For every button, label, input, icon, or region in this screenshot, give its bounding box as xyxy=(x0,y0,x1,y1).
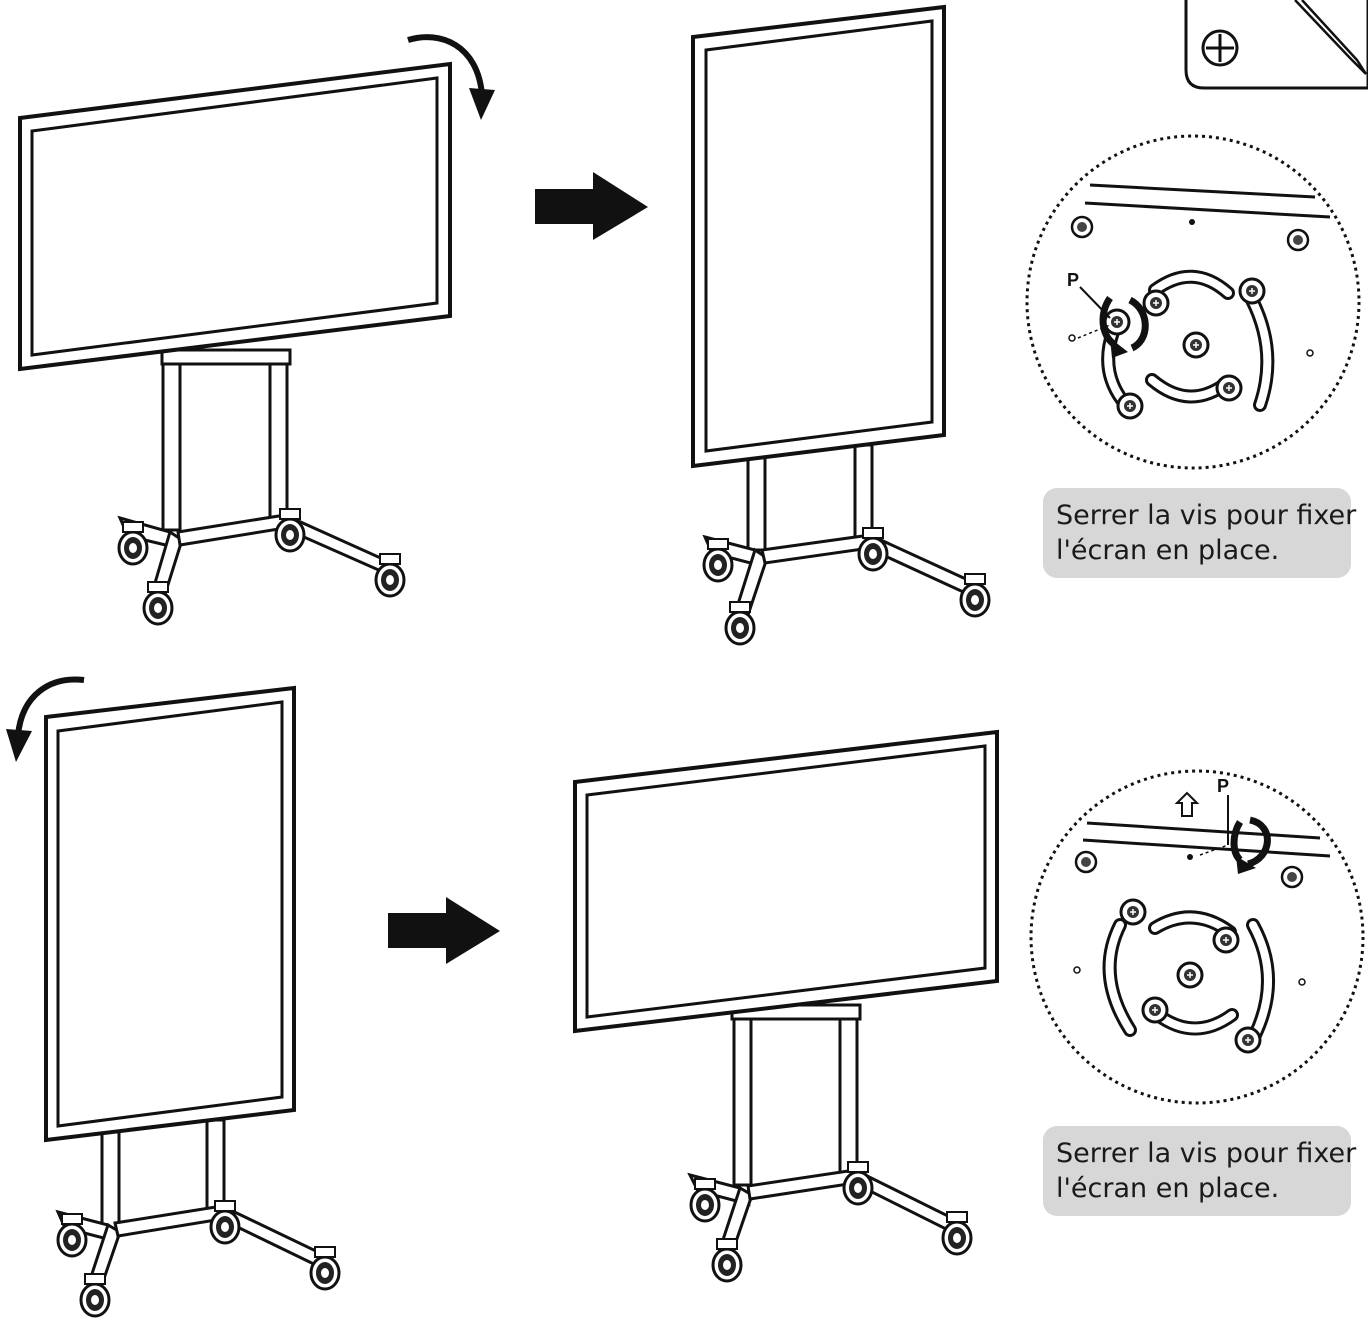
arrow-right-icon xyxy=(388,897,500,964)
portrait-display-on-stand-top xyxy=(691,4,991,646)
landscape-display-on-stand-bottom xyxy=(573,729,999,1283)
caption-top: Serrer la vis pour fixer l'écran en plac… xyxy=(1043,488,1357,578)
screw-detail-circle-top xyxy=(1025,134,1361,470)
detail-label-top: P xyxy=(1067,270,1080,290)
caption-bottom: Serrer la vis pour fixer l'écran en plac… xyxy=(1043,1126,1357,1216)
arrow-right-icon xyxy=(535,172,648,240)
arrow-up-icon xyxy=(1174,791,1200,817)
caption-bottom-line-2: l'écran en place. xyxy=(1056,1173,1280,1204)
screw-detail-circle-bottom xyxy=(1029,769,1365,1105)
phillips-screwdriver-icon xyxy=(1184,0,1368,90)
portrait-display-on-stand-bottom xyxy=(44,685,341,1318)
tighten-screw-icon xyxy=(1230,816,1271,874)
caption-top-line-1: Serrer la vis pour fixer xyxy=(1056,500,1357,531)
tighten-screw-icon xyxy=(1099,295,1149,358)
display-frame xyxy=(18,61,452,372)
stand-legs xyxy=(117,348,393,606)
caption-top-line-2: l'écran en place. xyxy=(1056,535,1280,566)
caption-bottom-line-1: Serrer la vis pour fixer xyxy=(1056,1138,1357,1169)
rotate-counterclockwise-icon xyxy=(6,676,85,762)
detail-label-bottom: P xyxy=(1217,776,1230,796)
landscape-display-on-stand-top xyxy=(18,61,452,626)
rotate-clockwise-icon xyxy=(407,34,495,120)
